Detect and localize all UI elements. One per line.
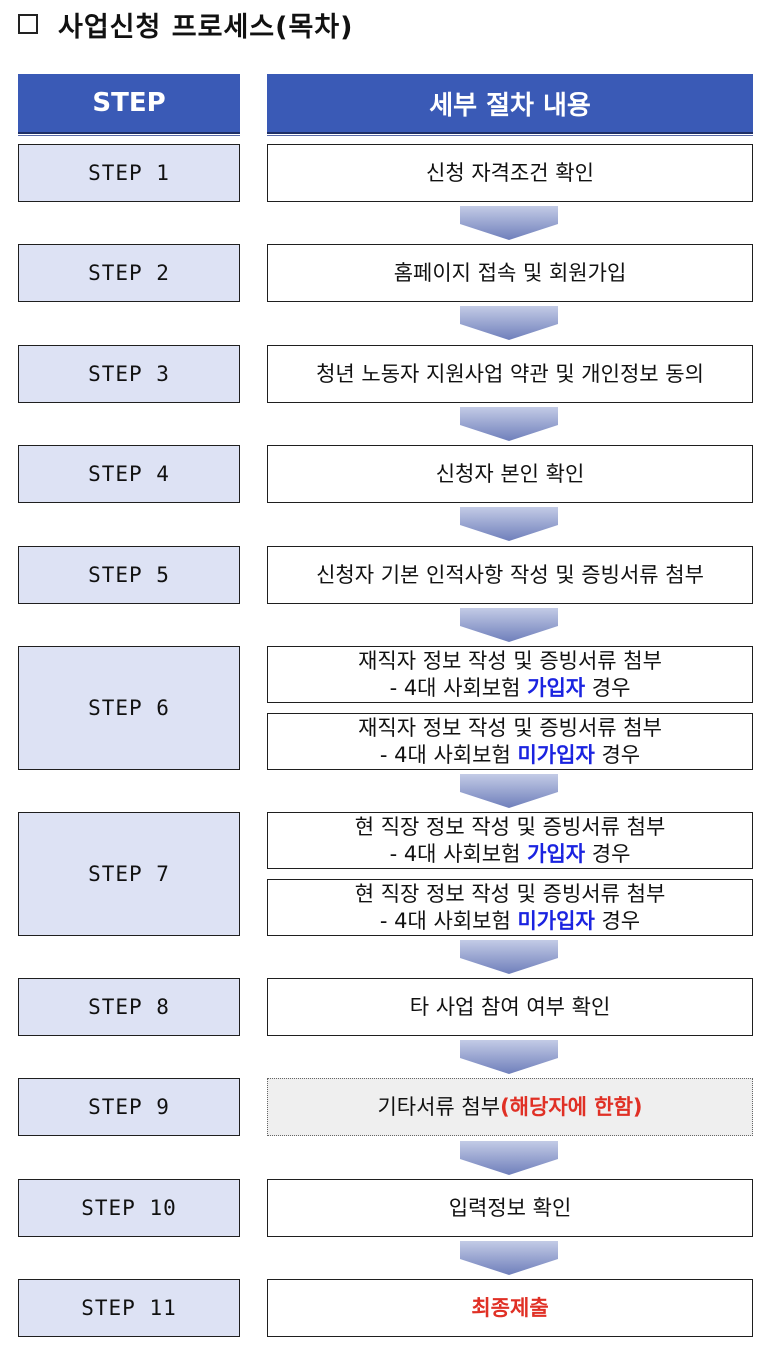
uninsured-emphasis: 미가입자 (517, 742, 595, 767)
step-detail-line2: - 4대 사회보험 가입자 경우 (390, 675, 631, 701)
step-detail-box: 입력정보 확인 (267, 1179, 753, 1237)
step-detail-box: 타 사업 참여 여부 확인 (267, 978, 753, 1036)
step-label: STEP 6 (18, 646, 240, 770)
step-detail-box: 청년 노동자 지원사업 약관 및 개인정보 동의 (267, 345, 753, 403)
step-detail-text: 청년 노동자 지원사업 약관 및 개인정보 동의 (316, 361, 704, 386)
step-label: STEP 11 (18, 1279, 240, 1337)
step-label: STEP 5 (18, 546, 240, 604)
step-detail-box: 재직자 정보 작성 및 증빙서류 첨부 - 4대 사회보험 미가입자 경우 (267, 713, 753, 770)
step-detail-box: 재직자 정보 작성 및 증빙서류 첨부 - 4대 사회보험 가입자 경우 (267, 646, 753, 703)
step-detail-text: 기타서류 첨부(해당자에 한함) (377, 1094, 642, 1120)
step-detail-line2: - 4대 사회보험 가입자 경우 (390, 841, 631, 867)
step-label: STEP 2 (18, 244, 240, 302)
step-label: STEP 7 (18, 812, 240, 936)
step-detail-line1: 현 직장 정보 작성 및 증빙서류 첨부 (354, 882, 666, 907)
down-arrow-icon (460, 1040, 558, 1074)
down-arrow-icon (460, 507, 558, 541)
down-arrow-icon (460, 206, 558, 240)
step-detail-line2: - 4대 사회보험 미가입자 경우 (380, 742, 640, 768)
down-arrow-icon (460, 608, 558, 642)
detail-suffix: 경우 (594, 908, 641, 933)
page-title: 사업신청 프로세스(목차) (18, 4, 353, 44)
down-arrow-icon (460, 407, 558, 441)
step-detail-text: 홈페이지 접속 및 회원가입 (393, 260, 627, 285)
detail-prefix: - 4대 사회보험 (379, 742, 518, 767)
step-detail-text: 신청자 본인 확인 (435, 461, 585, 486)
detail-suffix: 경우 (585, 675, 631, 700)
detail-prefix: - 4대 사회보험 (379, 908, 518, 933)
step-label: STEP 1 (18, 144, 240, 202)
applicable-only-note: (해당자에 한함) (500, 1094, 643, 1119)
detail-main: 기타서류 첨부 (377, 1094, 501, 1119)
checkbox-icon (18, 14, 38, 34)
step-detail-line1: 현 직장 정보 작성 및 증빙서류 첨부 (354, 815, 666, 840)
step-detail-box: 홈페이지 접속 및 회원가입 (267, 244, 753, 302)
page-title-text: 사업신청 프로세스(목차) (58, 11, 354, 43)
detail-suffix: 경우 (594, 742, 641, 767)
step-detail-box: 현 직장 정보 작성 및 증빙서류 첨부 - 4대 사회보험 미가입자 경우 (267, 879, 753, 936)
down-arrow-icon (460, 1141, 558, 1175)
detail-suffix: 경우 (585, 841, 631, 866)
step-detail-line1: 재직자 정보 작성 및 증빙서류 첨부 (358, 716, 662, 741)
step-detail-text: 신청 자격조건 확인 (426, 160, 594, 185)
step-label: STEP 9 (18, 1078, 240, 1136)
step-column-header: STEP (18, 74, 240, 136)
step-detail-line2: - 4대 사회보험 미가입자 경우 (380, 908, 640, 934)
step-detail-box: 기타서류 첨부(해당자에 한함) (267, 1078, 753, 1136)
step-label: STEP 4 (18, 445, 240, 503)
detail-column-header: 세부 절차 내용 (267, 74, 753, 136)
step-detail-text: 타 사업 참여 여부 확인 (409, 994, 611, 1019)
final-submit-text: 최종제출 (471, 1295, 549, 1320)
insured-emphasis: 가입자 (527, 841, 586, 866)
step-detail-text: 신청자 기본 인적사항 작성 및 증빙서류 첨부 (316, 562, 704, 587)
insured-emphasis: 가입자 (527, 675, 586, 700)
step-label: STEP 3 (18, 345, 240, 403)
step-label: STEP 10 (18, 1179, 240, 1237)
step-label: STEP 8 (18, 978, 240, 1036)
down-arrow-icon (460, 940, 558, 974)
step-detail-box: 신청자 본인 확인 (267, 445, 753, 503)
step-detail-text: 입력정보 확인 (448, 1195, 572, 1220)
step-detail-box: 현 직장 정보 작성 및 증빙서류 첨부 - 4대 사회보험 가입자 경우 (267, 812, 753, 869)
down-arrow-icon (460, 306, 558, 340)
step-detail-box: 신청자 기본 인적사항 작성 및 증빙서류 첨부 (267, 546, 753, 604)
down-arrow-icon (460, 1241, 558, 1275)
step-detail-box: 최종제출 (267, 1279, 753, 1337)
uninsured-emphasis: 미가입자 (517, 908, 595, 933)
step-detail-box: 신청 자격조건 확인 (267, 144, 753, 202)
down-arrow-icon (460, 774, 558, 808)
detail-prefix: - 4대 사회보험 (389, 841, 528, 866)
step-detail-line1: 재직자 정보 작성 및 증빙서류 첨부 (358, 649, 662, 674)
detail-prefix: - 4대 사회보험 (389, 675, 528, 700)
